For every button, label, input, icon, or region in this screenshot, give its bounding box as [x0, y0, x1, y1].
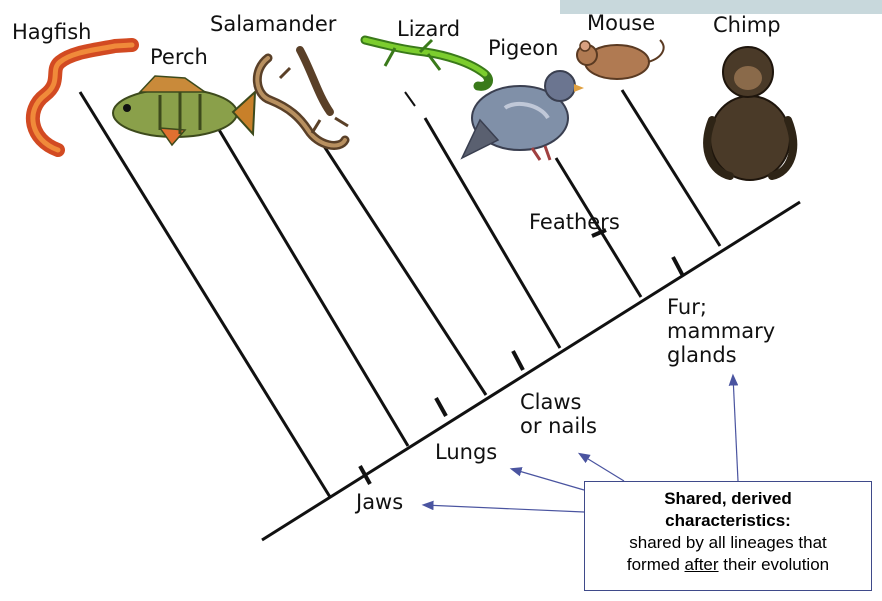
trait-label-feathers: Feathers: [529, 210, 620, 234]
callout-body-pre: formed: [627, 555, 685, 574]
arrow-to-lungs: [512, 469, 584, 490]
callout-title-line1: Shared, derived: [585, 488, 871, 510]
taxon-label-salamander: Salamander: [210, 12, 336, 36]
branch-lizard-tail: [405, 92, 415, 106]
perch-icon: [113, 76, 255, 145]
lizard-icon: [365, 40, 489, 86]
salamander-icon: [257, 50, 348, 145]
callout-body-post: their evolution: [719, 555, 830, 574]
mouse-icon: [577, 40, 664, 79]
branch-chimp: [622, 90, 720, 246]
arrow-to-fur: [733, 376, 738, 481]
tick-lungs: [436, 398, 446, 416]
branch-hagfish: [80, 92, 330, 497]
tick-claws: [513, 351, 523, 370]
arrow-to-jaws: [424, 505, 584, 512]
callout-title-line2: characteristics:: [585, 510, 871, 532]
trait-label-jaws: Jaws: [356, 490, 403, 514]
callout-body-line2: formed after their evolution: [585, 554, 871, 576]
arrow-to-claws: [580, 454, 624, 481]
taxon-label-mouse: Mouse: [587, 11, 655, 35]
tick-fur: [673, 257, 683, 276]
trait-label-lungs: Lungs: [435, 440, 497, 464]
taxon-label-lizard: Lizard: [397, 17, 460, 41]
branch-perch: [218, 128, 408, 446]
taxon-label-perch: Perch: [150, 45, 208, 69]
callout-body-emph: after: [685, 555, 719, 574]
callout-body-line1: shared by all lineages that: [585, 532, 871, 554]
chimp-icon: [707, 47, 793, 180]
taxon-label-chimp: Chimp: [713, 13, 781, 37]
shared-derived-callout: Shared, derived characteristics: shared …: [584, 481, 872, 591]
trait-label-claws: Claws or nails: [520, 390, 597, 438]
taxon-label-hagfish: Hagfish: [12, 20, 91, 44]
taxon-label-pigeon: Pigeon: [488, 36, 558, 60]
trait-label-fur: Fur; mammary glands: [667, 295, 775, 367]
tick-jaws: [360, 466, 370, 484]
